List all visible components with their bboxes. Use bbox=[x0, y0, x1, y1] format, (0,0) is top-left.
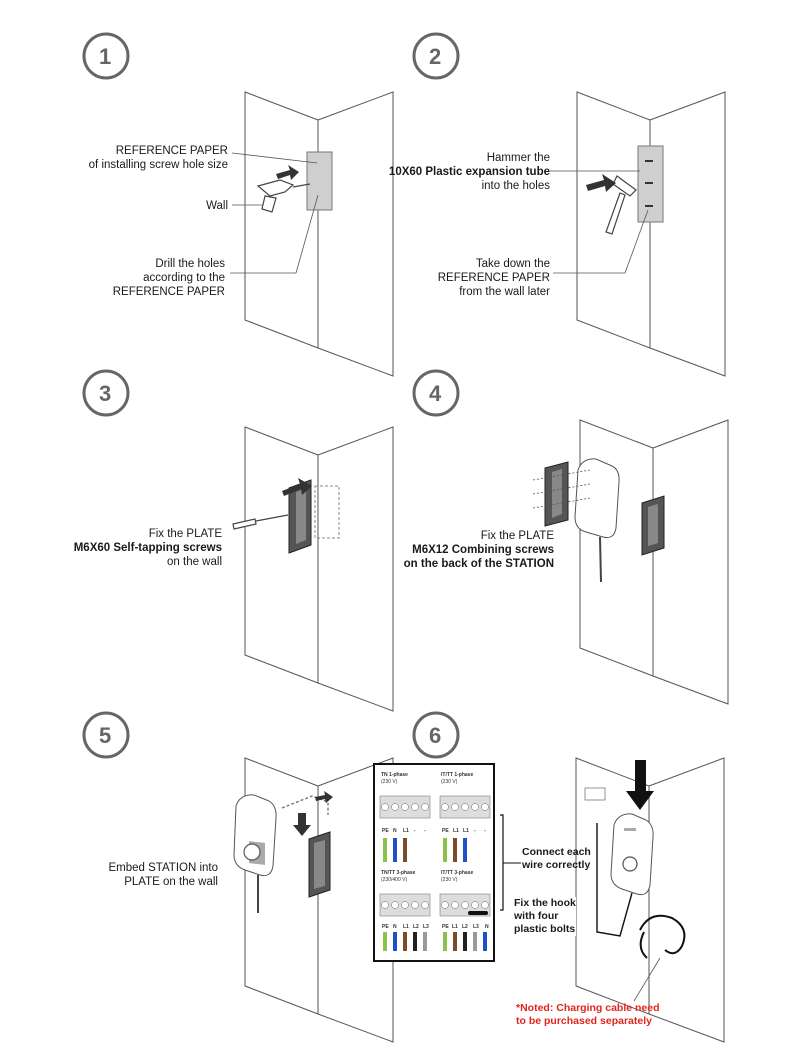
step-1-drill-label: Drill the holes according to the REFEREN… bbox=[112, 258, 225, 298]
step-5-badge bbox=[82, 711, 130, 759]
step-4-label: Fix the PLATE M6X12 Combining screws on … bbox=[403, 530, 554, 570]
step-5-illustration bbox=[82, 711, 394, 1043]
wiring-diagram-tn-1phase bbox=[379, 795, 431, 862]
terminal-label: - bbox=[484, 828, 486, 834]
terminal-label: PE bbox=[382, 924, 389, 930]
terminal-label: PE bbox=[442, 924, 449, 930]
wiring-voltage-it-1phase: (230 V) bbox=[441, 779, 458, 785]
terminal-label: L3 bbox=[473, 924, 479, 930]
terminal-label: L2 bbox=[462, 924, 468, 930]
wiring-title-it-3phase: IT/TT 3-phase bbox=[441, 870, 474, 876]
wall-panel bbox=[575, 757, 725, 1043]
step-3-label: Fix the PLATE M6X60 Self-tapping screws … bbox=[73, 528, 222, 568]
wall-panel bbox=[244, 91, 394, 377]
leader-lines bbox=[550, 170, 649, 274]
mounting-plate-icon bbox=[308, 831, 331, 898]
step-4-illustration bbox=[412, 369, 729, 705]
step-4-badge bbox=[412, 369, 460, 417]
terminal-label: L2 bbox=[413, 924, 419, 930]
wiring-diagram-it-1phase bbox=[439, 795, 491, 862]
step-2-number: 2 bbox=[429, 44, 442, 69]
wiring-panel bbox=[373, 763, 495, 962]
terminal-label: L1 bbox=[463, 828, 469, 834]
charging-cable-icon bbox=[639, 914, 686, 959]
step-1-number: 1 bbox=[99, 44, 112, 69]
step-1-wall-label: Wall bbox=[206, 200, 228, 212]
step-6-note: *Noted: Charging cable need to be purcha… bbox=[516, 1002, 660, 1027]
screwdriver-icon bbox=[232, 514, 289, 530]
step-2-illustration bbox=[412, 32, 726, 377]
step-5-number: 5 bbox=[99, 723, 112, 748]
wiring-voltage-tn-1phase: (230 V) bbox=[381, 779, 398, 785]
step-3-number: 3 bbox=[99, 381, 112, 406]
arrow-icon bbox=[315, 791, 333, 803]
step-6-number: 6 bbox=[429, 723, 442, 748]
step-1-illustration bbox=[82, 32, 394, 377]
wiring-title-tn-1phase: TN 1-phase bbox=[381, 772, 408, 778]
leader-lines bbox=[230, 152, 319, 274]
step-5-label: Embed STATION into PLATE on the wall bbox=[108, 862, 219, 888]
down-arrow-icon bbox=[626, 760, 654, 810]
charging-station-icon bbox=[233, 794, 277, 913]
terminal-label: PE bbox=[382, 828, 389, 834]
step-3-illustration bbox=[82, 369, 394, 712]
bracket bbox=[500, 814, 504, 911]
hole-marks bbox=[645, 160, 653, 207]
wall-panel bbox=[244, 426, 394, 712]
wall-outlet bbox=[584, 787, 606, 801]
screw-paths bbox=[532, 469, 591, 509]
terminal-label: L1 bbox=[403, 924, 409, 930]
arrow-icon bbox=[293, 813, 311, 836]
step-2-badge bbox=[412, 32, 460, 80]
step-3-badge bbox=[82, 369, 130, 417]
plate-outline bbox=[314, 485, 340, 539]
terminal-label: L1 bbox=[452, 924, 458, 930]
terminal-label: N bbox=[393, 828, 397, 834]
terminal-label: N bbox=[485, 924, 489, 930]
step-1-reference-label: REFERENCE PAPER of installing screw hole… bbox=[88, 145, 228, 171]
terminal-label: L1 bbox=[403, 828, 409, 834]
hammer-icon bbox=[605, 175, 637, 235]
charging-station-icon bbox=[610, 813, 654, 896]
arrow-icon bbox=[586, 174, 616, 192]
reference-paper bbox=[306, 151, 333, 211]
wiring-diagram-it-3phase bbox=[439, 893, 491, 951]
step-6-connect-label: Connect each wire correctly bbox=[522, 846, 591, 871]
mounting-plate-icon bbox=[641, 495, 665, 556]
step-6-illustration bbox=[373, 711, 725, 1043]
arrow-icon bbox=[282, 478, 312, 496]
arrow-icon bbox=[276, 165, 299, 180]
terminal-label: N bbox=[393, 924, 397, 930]
wall-panel bbox=[576, 91, 726, 377]
step-4-number: 4 bbox=[429, 381, 442, 406]
terminal-label: L3 bbox=[423, 924, 429, 930]
terminal-label: - bbox=[474, 828, 476, 834]
drill-icon bbox=[256, 179, 311, 213]
wiring-voltage-it-3phase: (230 V) bbox=[441, 877, 458, 883]
wiring-title-it-1phase: IT/TT 1-phase bbox=[441, 772, 474, 778]
step-2-take-down-label: Take down the REFERENCE PAPER from the w… bbox=[437, 258, 550, 298]
wiring-title-tn-3phase: TN/TT 3-phase bbox=[381, 870, 416, 876]
wiring-voltage-tn-3phase: (230/400 V) bbox=[381, 877, 408, 883]
wiring-diagram-tn-3phase bbox=[379, 893, 431, 951]
mounting-plate-icon bbox=[544, 461, 569, 527]
step-6-hook-label: Fix the hook with four plastic bolts bbox=[514, 897, 576, 936]
power-cable bbox=[596, 823, 633, 937]
terminal-label: L1 bbox=[453, 828, 459, 834]
step-6-badge bbox=[412, 711, 460, 759]
step-1-badge bbox=[82, 32, 130, 80]
step-2-hammer-label: Hammer the 10X60 Plastic expansion tube … bbox=[388, 152, 550, 192]
charging-station-icon bbox=[574, 458, 620, 583]
terminal-label: - bbox=[414, 828, 416, 834]
terminal-label: PE bbox=[442, 828, 449, 834]
terminal-label: - bbox=[424, 828, 426, 834]
